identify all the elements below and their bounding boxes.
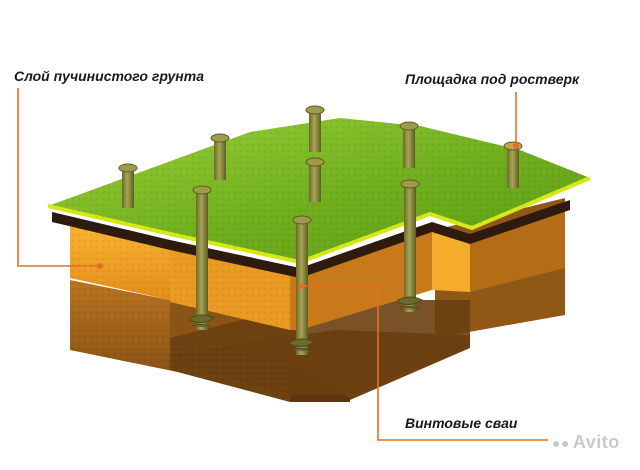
- leader-piles: [302, 285, 548, 441]
- watermark: ●●Avito: [552, 432, 620, 453]
- pile-head: [399, 121, 419, 168]
- pile-head: [305, 157, 325, 202]
- leader-lines: [17, 88, 548, 441]
- watermark-text: Avito: [572, 432, 620, 452]
- pile-head: [118, 163, 138, 208]
- screw-pile: [189, 185, 215, 330]
- label-heaving-soil: Слой пучинистого грунта: [14, 68, 204, 84]
- label-screw-piles: Винтовые сваи: [405, 415, 518, 431]
- pile-heads: [118, 105, 523, 208]
- screw-pile: [397, 179, 423, 312]
- pile-head: [305, 105, 325, 152]
- avito-logo-icon: ●●: [552, 435, 570, 451]
- label-pile-pad: Площадка под ростверк: [405, 71, 580, 87]
- leader-soil: [17, 88, 100, 267]
- pile-head: [210, 133, 230, 180]
